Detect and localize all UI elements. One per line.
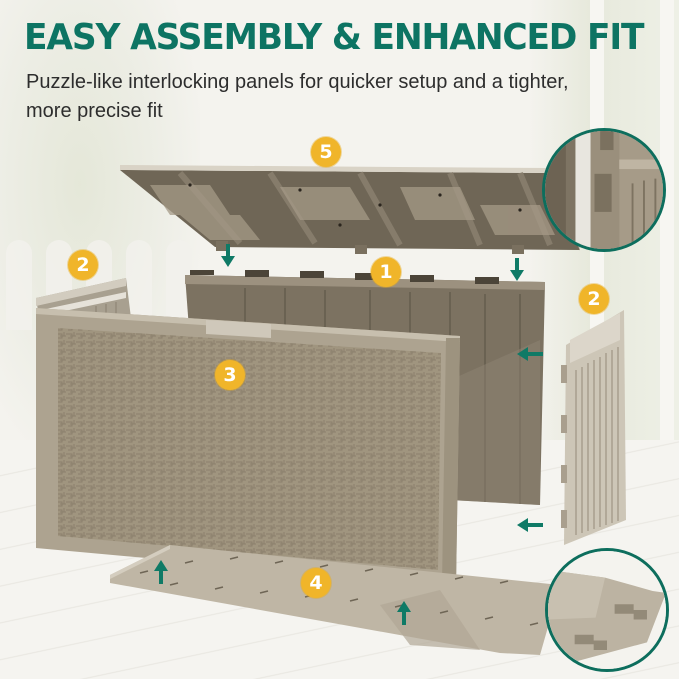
front-panel <box>36 308 460 586</box>
arrow-up-icon <box>397 601 411 625</box>
arrow-down-icon <box>221 244 235 268</box>
part-number-badge: 3 <box>215 360 245 390</box>
side-joint-closeup <box>542 128 666 252</box>
page-subtitle: Puzzle-like interlocking panels for quic… <box>26 71 569 122</box>
floor-panel <box>110 545 560 655</box>
part-number-badge: 2 <box>579 284 609 314</box>
arrow-up-icon <box>154 560 168 584</box>
arrow-down-icon <box>510 258 524 282</box>
background-fence <box>0 240 200 330</box>
part-number-badge: 1 <box>371 257 401 287</box>
part-number-badge: 2 <box>68 250 98 280</box>
arrow-left-icon <box>517 518 543 532</box>
part-number-badge: 4 <box>301 568 331 598</box>
page-title: EASY ASSEMBLY & ENHANCED FIT <box>24 17 645 58</box>
part-number-badge: 5 <box>311 137 341 167</box>
window-frame <box>660 0 674 470</box>
right-side-panel <box>560 305 626 545</box>
lid-panel <box>120 165 580 255</box>
floor-joint-closeup <box>545 548 669 672</box>
arrow-left-icon <box>517 347 543 361</box>
